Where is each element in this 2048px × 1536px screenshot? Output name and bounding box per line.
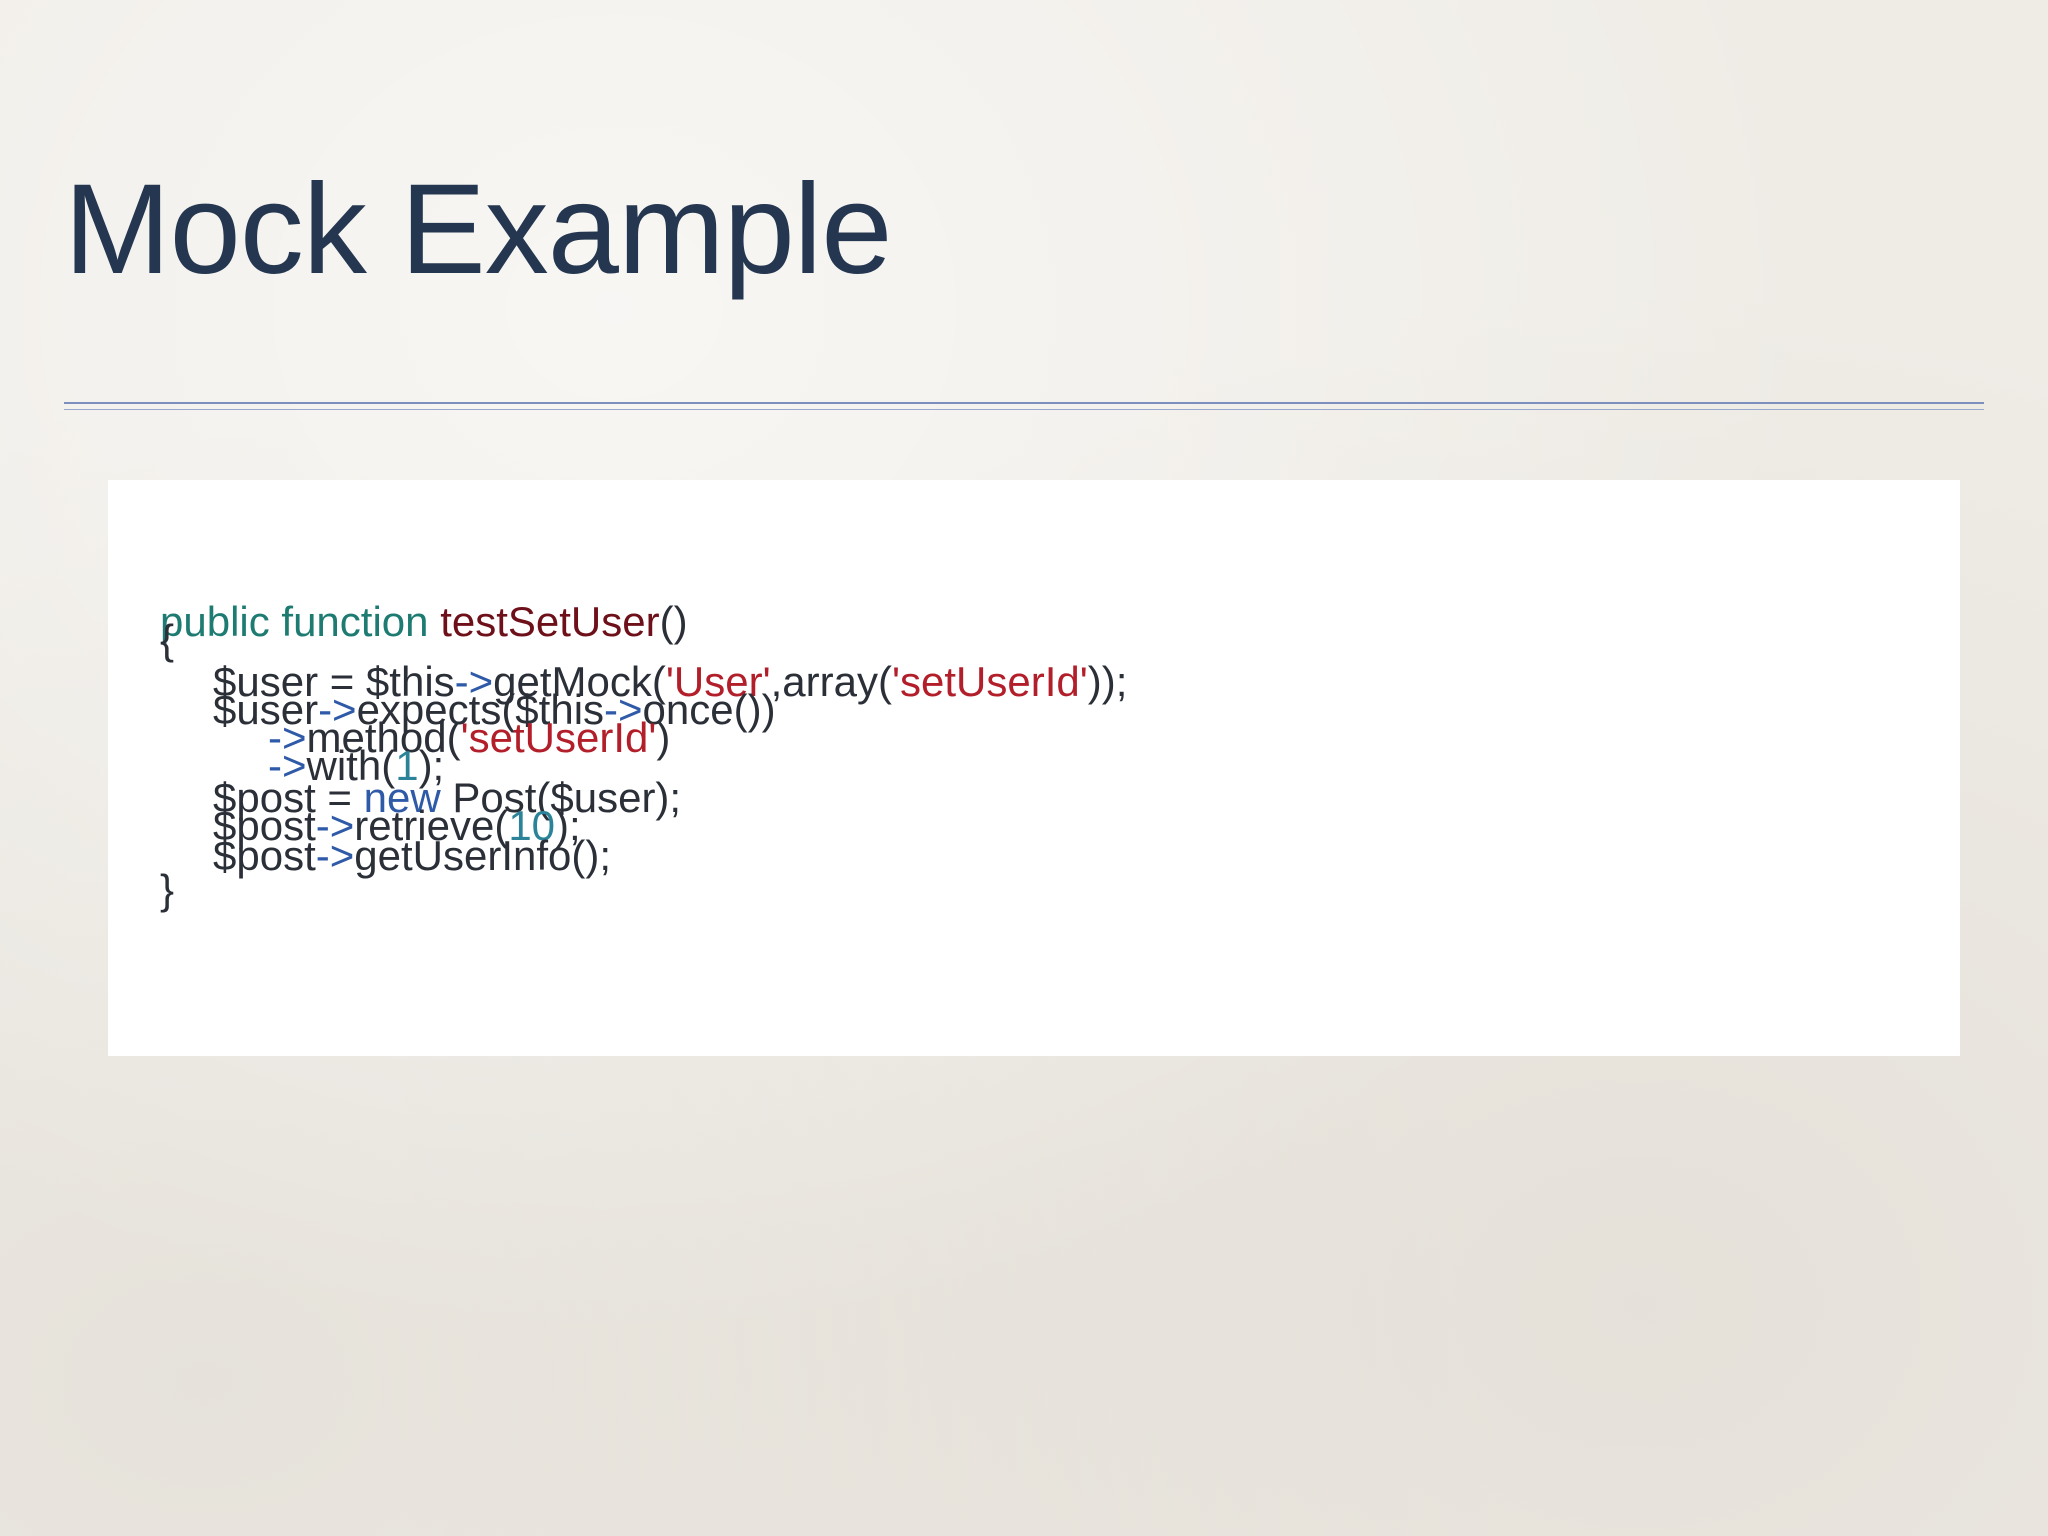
code-line: $post->retrieve(10); (213, 802, 581, 850)
code-token: 'User' (665, 658, 771, 705)
code-line: $user = $this->getMock('User',array('set… (213, 658, 1127, 706)
code-token: -> (318, 686, 357, 733)
code-line: $post = new Post($user); (213, 774, 681, 822)
slide-title: Mock Example (64, 158, 892, 301)
code-token: { (160, 616, 175, 663)
code-token: -> (315, 802, 355, 849)
code-token: $post = (213, 774, 364, 821)
code-token: 'setUserId' (460, 714, 657, 761)
title-divider-bottom (64, 409, 1984, 410)
code-token: } (160, 866, 175, 913)
code-block: public function testSetUser(){$user = $t… (108, 480, 1960, 1056)
code-token: getUserInfo(); (354, 832, 612, 879)
code-line: $user->expects($this->once()) (213, 686, 776, 734)
code-token: 1 (395, 742, 419, 789)
code-line: ->with(1); (268, 742, 444, 790)
code-line: } (160, 866, 174, 914)
code-token: $user = $this (213, 658, 455, 705)
code-token: retrieve( (354, 802, 509, 849)
code-token: -> (604, 686, 643, 733)
code-token: with( (306, 742, 396, 789)
code-line: ->method('setUserId') (268, 714, 670, 762)
code-token: -> (268, 714, 307, 761)
code-listing: public function testSetUser(){$user = $t… (108, 480, 1960, 1056)
title-divider-top (64, 402, 1984, 404)
code-token: $post (213, 802, 316, 849)
code-token: -> (268, 742, 307, 789)
code-line: public function testSetUser() (160, 598, 688, 646)
code-line: { (160, 616, 174, 664)
code-token: -> (315, 832, 355, 879)
code-token: 'setUserId' (891, 658, 1088, 705)
code-token: $post (213, 832, 316, 879)
code-token: -> (454, 658, 494, 705)
code-token: expects($this (356, 686, 605, 733)
code-token: Post($user); (440, 774, 682, 821)
code-token: $user (213, 686, 319, 733)
code-line: $post->getUserInfo(); (213, 832, 611, 880)
code-token: once()) (642, 686, 776, 733)
code-token: method( (306, 714, 461, 761)
code-token: 10 (508, 802, 556, 849)
code-token: ); (555, 802, 581, 849)
code-token: ,array( (770, 658, 892, 705)
code-token: ) (656, 714, 671, 761)
code-token: ); (418, 742, 445, 789)
code-token: public function (160, 598, 441, 645)
code-token: new (363, 774, 441, 821)
code-token: () (659, 598, 688, 645)
code-token: )); (1087, 658, 1128, 705)
code-token: testSetUser (440, 598, 660, 645)
code-token: getMock( (493, 658, 666, 705)
